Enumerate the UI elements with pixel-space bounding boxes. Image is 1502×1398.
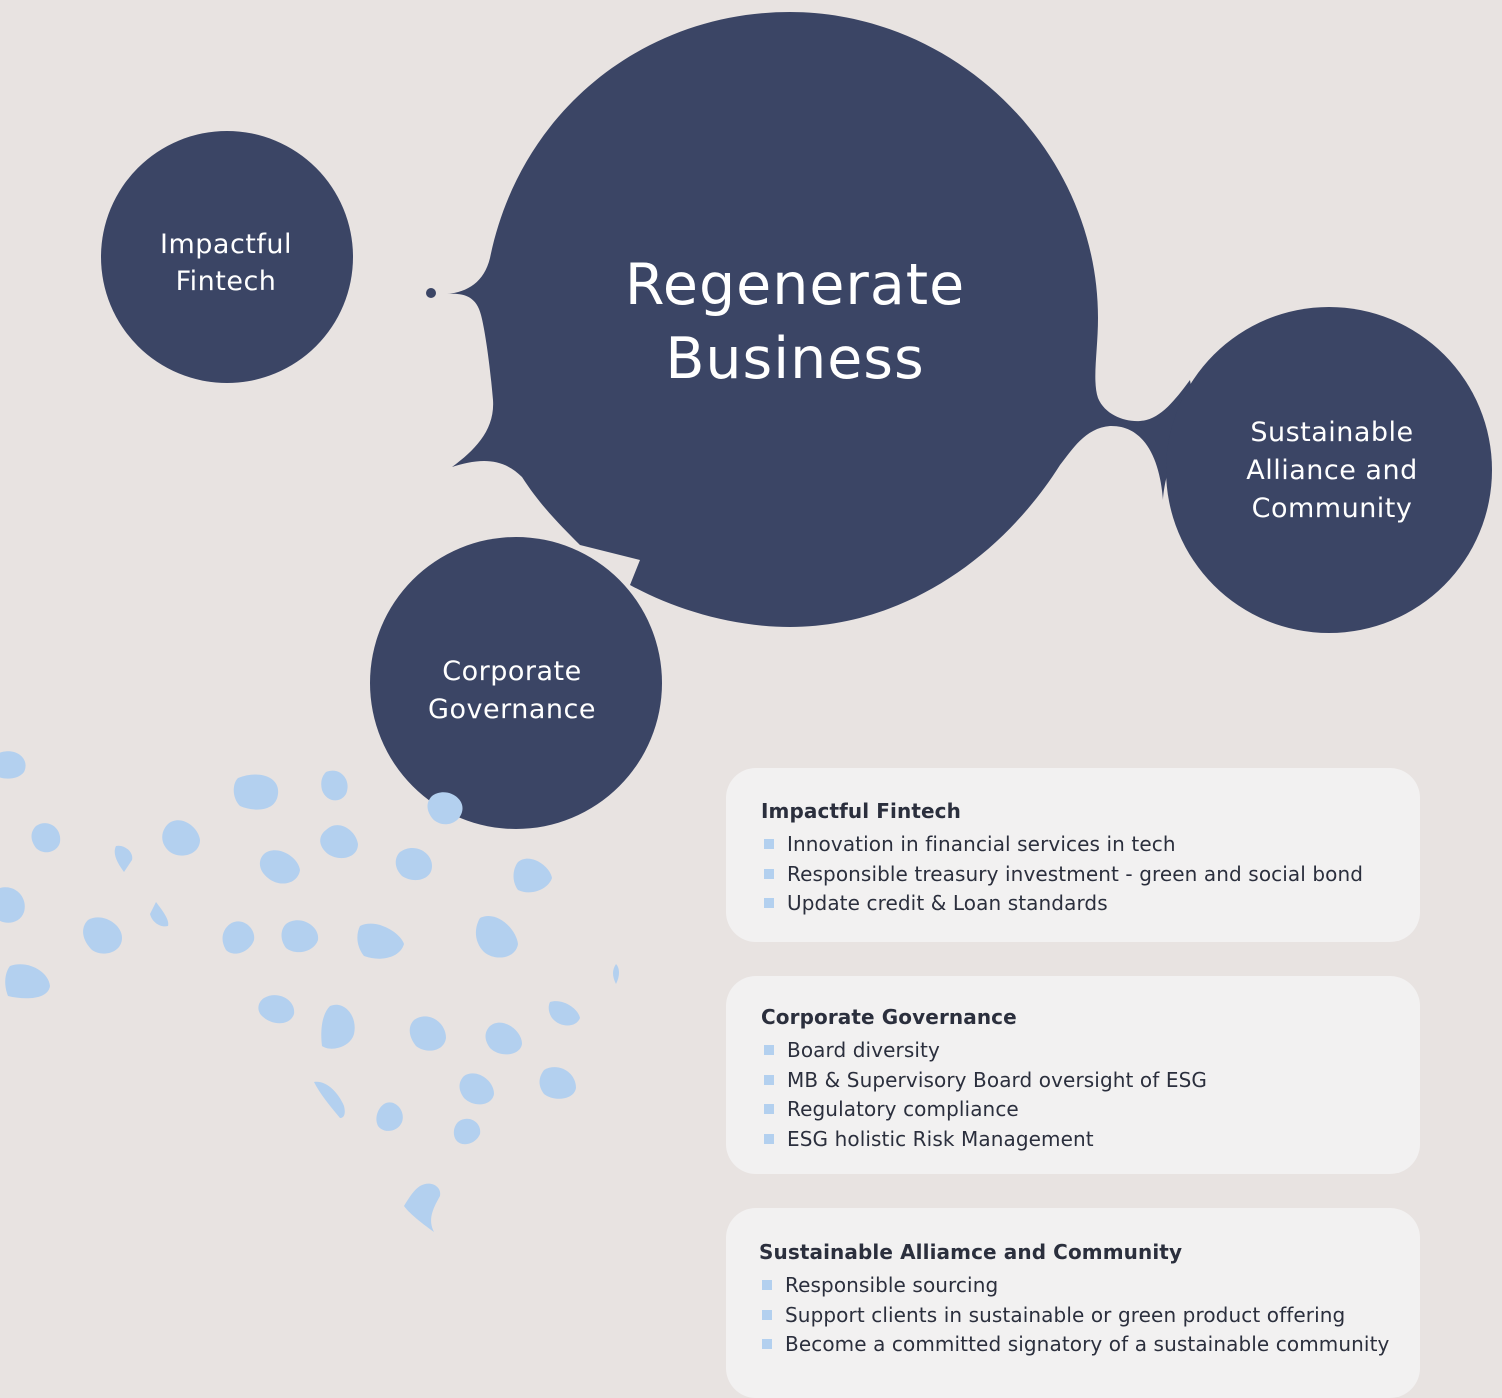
list-item-text: Responsible sourcing [785, 1273, 999, 1297]
fintech-label-line-1: Impactful [160, 229, 292, 260]
alliance-label-line-3: Community [1251, 493, 1413, 524]
list-item: Support clients in sustainable or green … [759, 1301, 1386, 1331]
list-item: Board diversity [761, 1036, 1386, 1066]
list-item-text: ESG holistic Risk Management [787, 1126, 1094, 1151]
list-item-text: Innovation in financial services in tech [787, 832, 1176, 856]
card-list: Responsible sourcing Support clients in … [759, 1271, 1390, 1360]
list-item: Responsible treasury investment - green … [761, 860, 1386, 890]
card-list: Board diversity MB & Supervisory Board o… [761, 1036, 1386, 1154]
list-item-text: Board diversity [787, 1038, 940, 1062]
corporate-label-line-2: Governance [428, 694, 596, 725]
bullet-square-icon [764, 1104, 774, 1114]
bullet-square-icon [764, 1074, 774, 1085]
confetti-decoration [0, 751, 619, 1232]
corporate-label-line-1: Corporate [442, 656, 582, 687]
bullet-square-icon [764, 898, 774, 908]
alliance-label-line-2: Alliance and [1246, 455, 1418, 486]
card-corporate-governance: Corporate Governance Board diversity MB … [726, 976, 1420, 1174]
list-item-text: Become a committed signatory of a sustai… [785, 1332, 1390, 1356]
alliance-bubble-label: Sustainable Alliance and Community [1167, 414, 1497, 528]
bullet-square-icon [764, 1133, 774, 1144]
main-bubble [447, 12, 1200, 627]
card-title: Impactful Fintech [761, 799, 961, 823]
tail-dot [426, 288, 436, 298]
card-list: Innovation in financial services in tech… [761, 830, 1386, 919]
sustainable-alliance-bubble [1166, 307, 1492, 633]
main-label-line-1: Regenerate [624, 252, 966, 318]
list-item-text: Update credit & Loan standards [787, 891, 1108, 915]
card-title: Corporate Governance [761, 1005, 1017, 1029]
list-item-text: Responsible treasury investment - green … [787, 861, 1364, 886]
list-item: Responsible sourcing [759, 1271, 1386, 1301]
fintech-bubble [101, 131, 353, 383]
list-item: Innovation in financial services in tech [761, 830, 1386, 860]
list-item-text: Regulatory compliance [787, 1097, 1019, 1121]
list-item-text: MB & Supervisory Board oversight of ESG [787, 1067, 1207, 1092]
alliance-label-line-1: Sustainable [1250, 417, 1414, 448]
bullet-square-icon [764, 839, 774, 849]
card-impactful-fintech: Impactful Fintech Innovation in financia… [726, 768, 1420, 942]
bullet-square-icon [762, 1280, 772, 1290]
fintech-bubble-label: Impactful Fintech [101, 226, 351, 300]
main-label-line-2: Business [665, 326, 925, 392]
list-item: ESG holistic Risk Management [761, 1125, 1386, 1155]
list-item: Update credit & Loan standards [761, 889, 1386, 919]
card-title: Sustainable Alliamce and Community [759, 1240, 1183, 1264]
bullet-square-icon [764, 868, 774, 879]
list-item: Regulatory compliance [761, 1095, 1386, 1125]
bullet-square-icon [762, 1309, 772, 1320]
list-item: Become a committed signatory of a sustai… [759, 1330, 1390, 1360]
list-item: MB & Supervisory Board oversight of ESG [761, 1066, 1386, 1096]
list-item-text: Support clients in sustainable or green … [785, 1302, 1346, 1327]
corporate-governance-bubble [370, 537, 662, 829]
corporate-bubble-label: Corporate Governance [371, 653, 653, 729]
main-bubble-label: Regenerate Business [545, 248, 1045, 396]
bullet-square-icon [762, 1339, 772, 1349]
card-sustainable-alliance: Sustainable Alliamce and Community Respo… [726, 1208, 1420, 1398]
bullet-square-icon [764, 1045, 774, 1055]
fintech-label-line-2: Fintech [175, 266, 277, 297]
